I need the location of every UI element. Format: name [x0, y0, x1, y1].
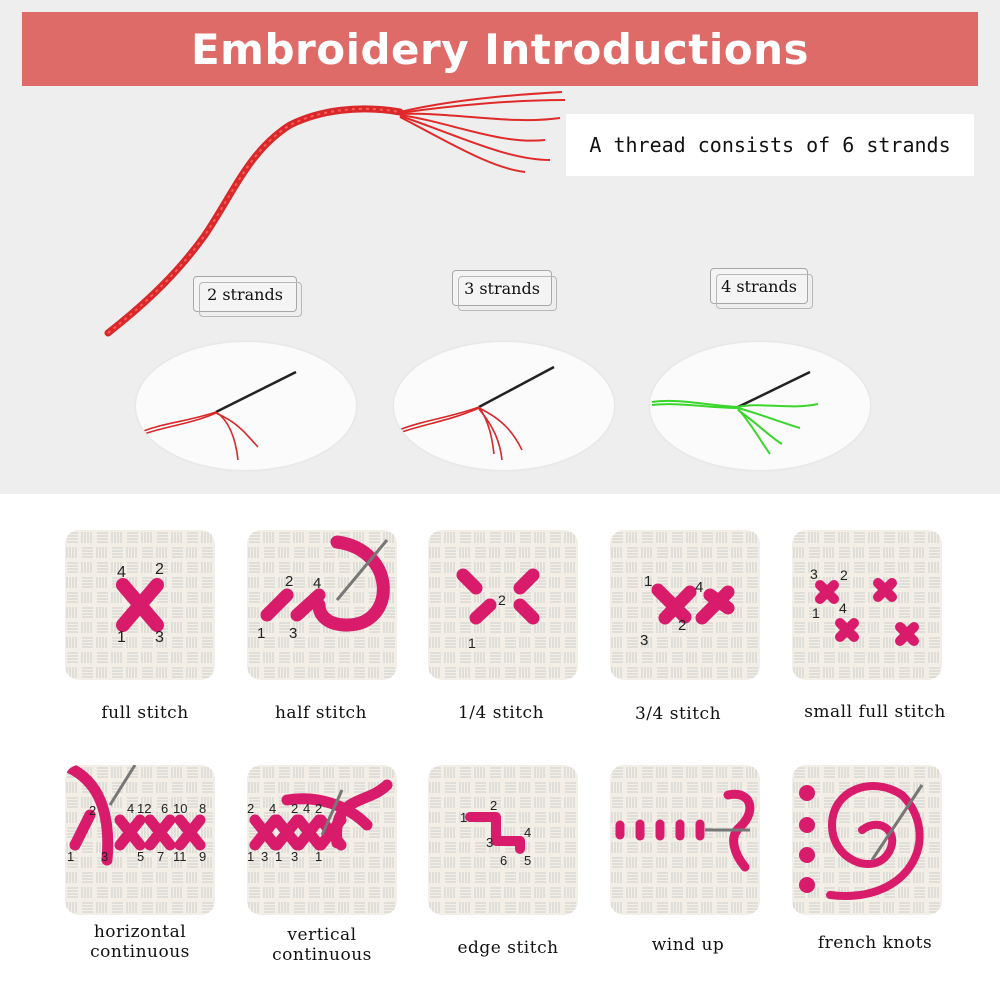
svg-text:2: 2 — [490, 798, 497, 813]
caption-vertical-continuous: vertical continuous — [272, 925, 372, 965]
strand-label-4: 4 strands — [710, 268, 813, 309]
full-stitch-diagram: 4 2 1 3 — [65, 530, 215, 680]
svg-text:1: 1 — [460, 810, 467, 825]
strands-caption: A thread consists of 6 strands — [566, 114, 974, 176]
svg-text:3: 3 — [289, 625, 297, 642]
svg-text:4: 4 — [313, 575, 321, 592]
horizontal-continuous-diagram: 2 4 12 6 10 8 1 3 5 7 11 9 — [65, 765, 215, 915]
svg-text:6: 6 — [161, 801, 168, 816]
page-title: Embroidery Introductions — [190, 24, 809, 74]
caption-small-full-stitch: small full stitch — [804, 702, 946, 722]
caption-full-stitch: full stitch — [101, 703, 189, 723]
svg-text:8: 8 — [199, 801, 206, 816]
svg-text:1: 1 — [468, 635, 476, 651]
caption-edge-stitch: edge stitch — [457, 938, 559, 958]
caption-french-knots: french knots — [817, 933, 933, 953]
half-stitch-diagram: 2 4 1 3 — [247, 530, 397, 680]
svg-text:4: 4 — [269, 801, 276, 816]
svg-text:3: 3 — [810, 566, 818, 582]
edge-stitch-diagram: 1 2 3 4 6 5 — [428, 765, 578, 915]
svg-text:4: 4 — [839, 600, 847, 616]
svg-text:5: 5 — [524, 853, 531, 868]
svg-text:2: 2 — [247, 801, 254, 816]
svg-text:2: 2 — [89, 803, 96, 818]
svg-text:1: 1 — [247, 849, 254, 864]
svg-text:2: 2 — [291, 801, 298, 816]
svg-text:6: 6 — [500, 853, 507, 868]
svg-text:1: 1 — [117, 629, 126, 646]
title-banner: Embroidery Introductions — [22, 12, 978, 86]
svg-text:1: 1 — [315, 849, 322, 864]
svg-text:2: 2 — [155, 561, 164, 578]
small-full-stitch-diagram: 3 2 1 4 — [792, 530, 942, 680]
strand-label-2: 2 strands — [193, 276, 302, 317]
svg-text:3: 3 — [155, 629, 164, 646]
svg-text:1: 1 — [257, 625, 265, 642]
svg-text:1: 1 — [812, 605, 820, 621]
svg-text:1: 1 — [644, 573, 652, 590]
svg-text:2: 2 — [498, 592, 506, 608]
svg-text:2: 2 — [678, 617, 686, 634]
svg-text:3: 3 — [640, 632, 648, 649]
svg-text:10: 10 — [173, 801, 187, 816]
svg-text:1: 1 — [67, 849, 74, 864]
svg-text:3: 3 — [291, 849, 298, 864]
svg-text:4: 4 — [117, 564, 126, 581]
svg-text:4: 4 — [303, 801, 310, 816]
svg-text:4: 4 — [524, 825, 531, 840]
svg-text:5: 5 — [137, 849, 144, 864]
vertical-continuous-diagram: 2 4 2 4 2 1 3 1 3 1 — [247, 765, 397, 915]
caption-wind-up: wind up — [651, 935, 725, 955]
svg-text:4: 4 — [127, 801, 134, 816]
strand-label-3: 3 strands — [452, 270, 557, 311]
svg-text:3: 3 — [101, 849, 108, 864]
needle-4-strands-image — [650, 342, 870, 470]
svg-text:7: 7 — [157, 849, 164, 864]
svg-text:12: 12 — [137, 801, 151, 816]
needle-2-strands-image — [136, 342, 356, 470]
svg-text:2: 2 — [840, 567, 848, 583]
svg-text:11: 11 — [173, 849, 187, 864]
caption-half-stitch: half stitch — [274, 703, 367, 723]
caption-horizontal-continuous: horizontal continuous — [90, 922, 190, 962]
svg-text:1: 1 — [275, 849, 282, 864]
three-quarter-stitch-diagram: 1 4 2 3 — [610, 530, 760, 680]
svg-text:2: 2 — [315, 801, 322, 816]
french-knots-diagram — [792, 765, 942, 915]
quarter-stitch-diagram: 2 1 — [428, 530, 578, 680]
wind-up-diagram — [610, 765, 760, 915]
svg-text:3: 3 — [261, 849, 268, 864]
caption-three-quarter-stitch: 3/4 stitch — [634, 704, 722, 724]
thread-image — [104, 91, 566, 337]
needle-3-strands-image — [394, 342, 614, 470]
svg-text:4: 4 — [695, 579, 703, 596]
svg-text:9: 9 — [199, 849, 206, 864]
caption-quarter-stitch: 1/4 stitch — [457, 703, 545, 723]
svg-text:3: 3 — [486, 835, 493, 850]
svg-text:2: 2 — [285, 573, 293, 590]
